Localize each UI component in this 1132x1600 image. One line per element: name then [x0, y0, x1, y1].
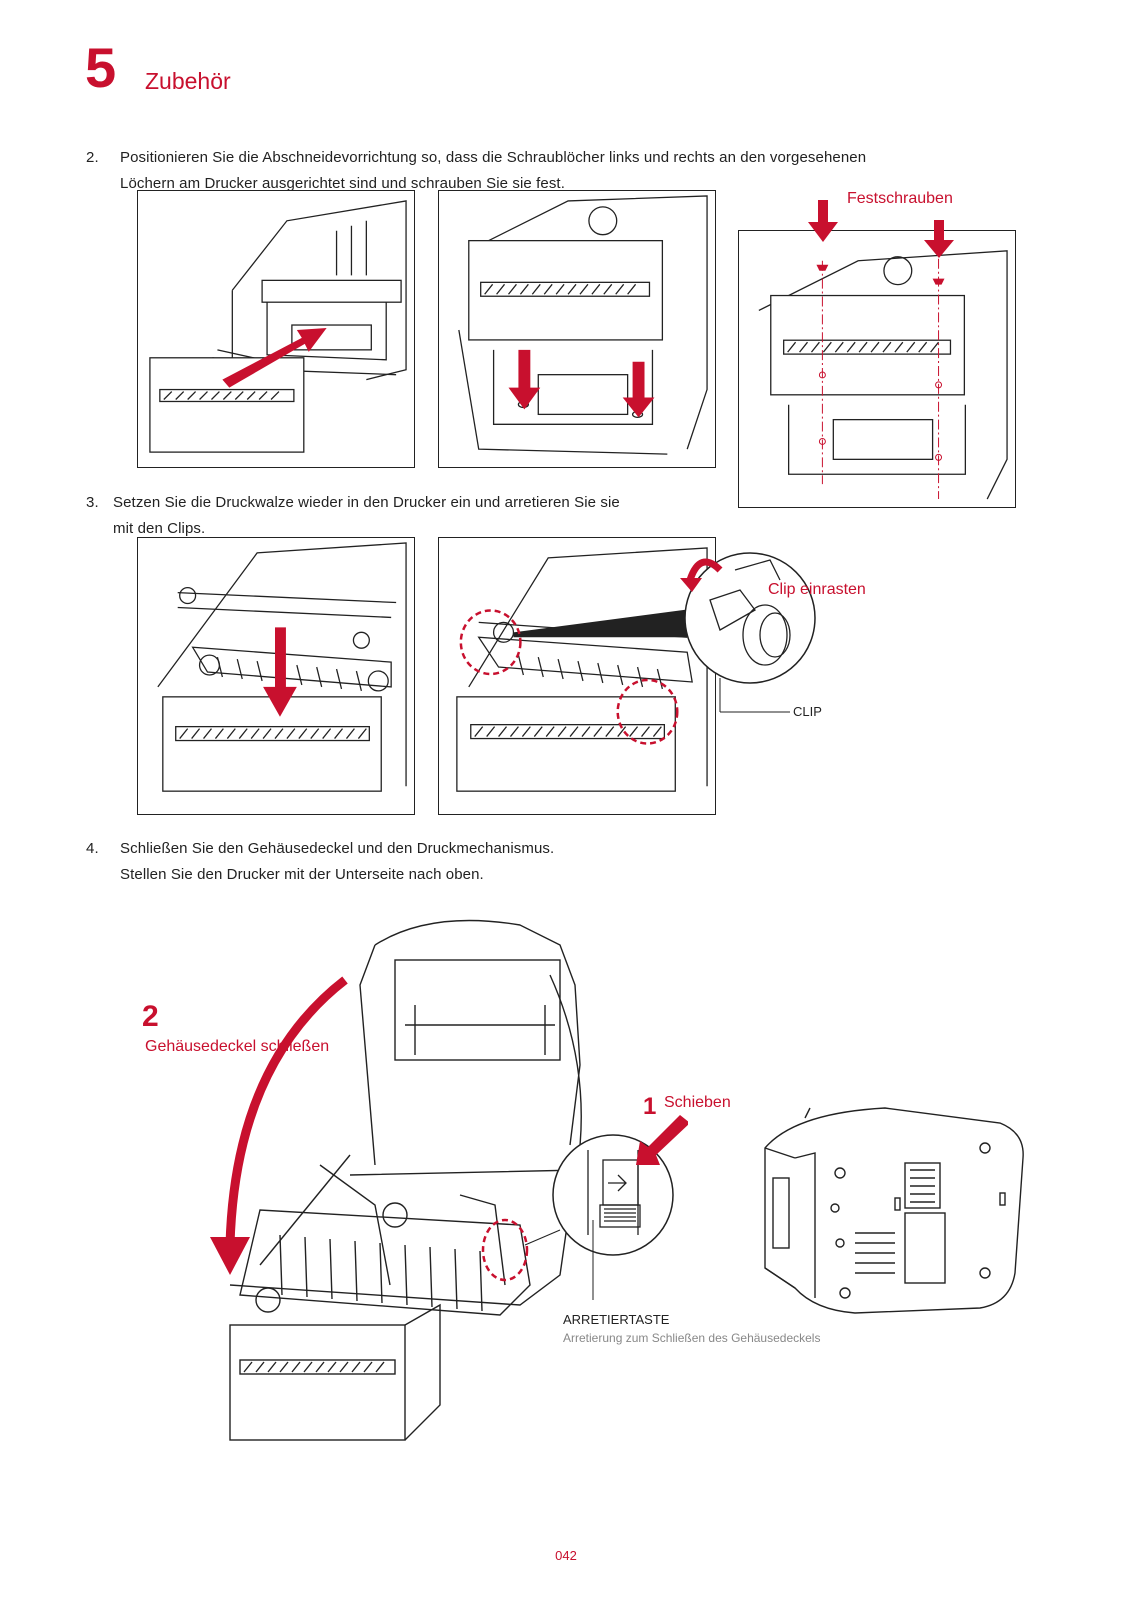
close-cover-arrow [210, 976, 348, 1275]
cutter-insert-illustration [149, 200, 407, 453]
step-line: Löchern am Drucker ausgerichtet sind und… [120, 175, 565, 192]
cutter-align-illustration [458, 195, 708, 455]
step-number: 2. [86, 149, 99, 166]
chapter-number: 5 [85, 36, 117, 99]
label-schieben: Schieben [664, 1094, 731, 1111]
label-gehaeuse-schliessen: Gehäusedeckel schließen [145, 1038, 330, 1055]
label-clip: CLIP [793, 704, 822, 719]
step-2-text: 2. Positionieren Sie die Abschneidevorri… [86, 145, 1046, 197]
step-line: Stellen Sie den Drucker mit der Untersei… [120, 866, 484, 883]
step-line: Setzen Sie die Druckwalze wieder in den … [113, 494, 620, 511]
figure-platen-insert [137, 537, 415, 815]
step-1-number: 1 [643, 1093, 657, 1120]
clip-illustration [456, 547, 708, 792]
platen-insert-illustration [157, 542, 407, 792]
screws-illustration [758, 240, 1008, 500]
release-button-zoom [552, 1115, 688, 1300]
figure-clip [438, 537, 716, 815]
figure-screws [738, 230, 1016, 508]
label-arretierung-desc: Arretierung zum Schließen des Gehäusedec… [563, 1331, 821, 1345]
clip-zoom-circle [680, 552, 816, 713]
chapter-title: Zubehör [145, 68, 231, 94]
page-number: 042 [555, 1548, 577, 1563]
step-line: Positionieren Sie die Abschneidevorricht… [120, 149, 867, 166]
step-number: 4. [86, 840, 99, 857]
figure-cutter-insert [137, 190, 415, 468]
label-arretiertaste: ARRETIERTASTE [563, 1312, 670, 1327]
screw-arrows [808, 200, 954, 258]
step-line: Schließen Sie den Gehäusedeckel und den … [120, 840, 555, 857]
step-3-text: 3. Setzen Sie die Druckwalze wieder in d… [86, 490, 726, 542]
label-clip-einrasten: Clip einrasten [768, 581, 866, 598]
step-2-number: 2 [142, 1000, 159, 1033]
step-number: 3. [86, 494, 99, 511]
printer-bottom-illustration [764, 1107, 1024, 1314]
step-4-text: 4. Schließen Sie den Gehäusedeckel und d… [86, 836, 726, 888]
step-line: mit den Clips. [113, 520, 206, 537]
figure-cutter-align [438, 190, 716, 468]
label-festschrauben: Festschrauben [847, 190, 953, 207]
